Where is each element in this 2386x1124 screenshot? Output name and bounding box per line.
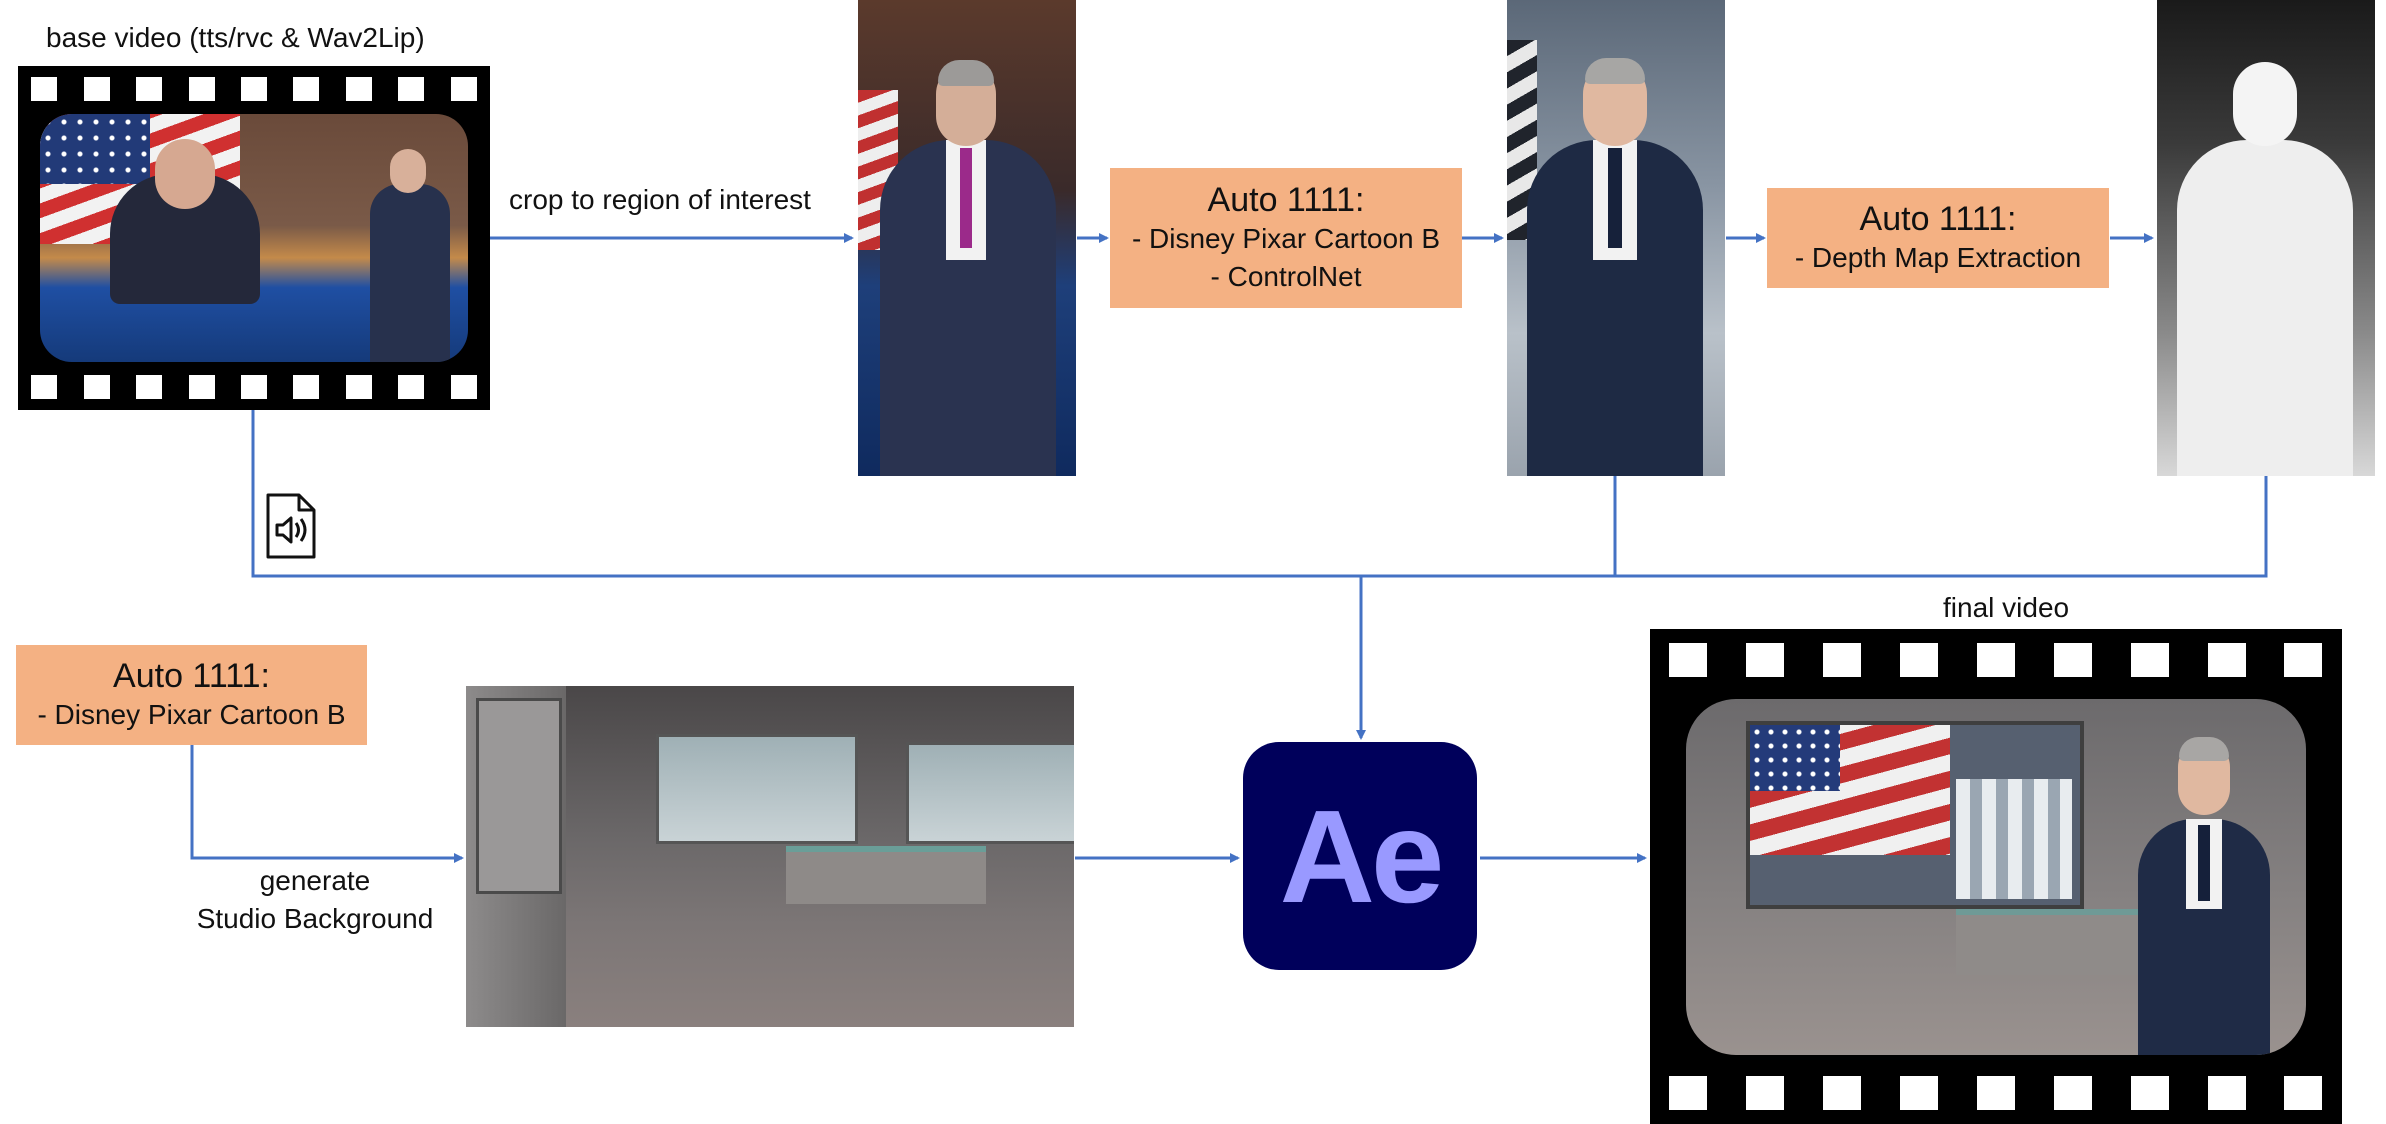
base-video-frame	[40, 114, 468, 362]
background-line-1: - Disney Pixar Cartoon B	[37, 699, 346, 730]
generate-label-line-1: generate	[259, 865, 371, 896]
cropped-frame	[858, 0, 1076, 476]
cartoon-frame	[1507, 0, 1725, 476]
line-audio	[251, 410, 1361, 578]
after-effects-logo: Ae	[1243, 742, 1477, 970]
crop-label: crop to region of interest	[509, 184, 811, 215]
final-video-frame	[1686, 699, 2306, 1055]
after-effects-logo-text: Ae	[1279, 782, 1445, 930]
base-video-label: base video (tts/rvc & Wav2Lip)	[46, 22, 425, 53]
base-video-filmstrip	[18, 66, 490, 410]
generate-label-line-2: Studio Background	[196, 903, 434, 934]
stylize-line-1: - Disney Pixar Cartoon B	[1131, 223, 1441, 254]
arrow-generate	[190, 745, 464, 863]
stylize-box: Auto 1111: - Disney Pixar Cartoon B - Co…	[1110, 168, 1462, 308]
final-video-filmstrip	[1650, 629, 2342, 1124]
depth-box: Auto 1111: - Depth Map Extraction	[1767, 188, 2109, 288]
background-box: Auto 1111: - Disney Pixar Cartoon B	[16, 645, 367, 745]
line-depth-down	[1361, 476, 2268, 578]
depth-map-frame	[2157, 0, 2375, 476]
stylize-title: Auto 1111:	[1207, 181, 1365, 219]
background-title: Auto 1111:	[113, 657, 270, 695]
generate-label: generate Studio Background	[170, 862, 460, 938]
stylize-line-2: - ControlNet	[1210, 261, 1362, 292]
studio-background-image	[466, 686, 1074, 1027]
depth-title: Auto 1111:	[1859, 200, 2017, 238]
final-video-label: final video	[1943, 592, 2070, 623]
depth-line-1: - Depth Map Extraction	[1794, 242, 2082, 273]
audio-file-icon	[265, 492, 317, 560]
